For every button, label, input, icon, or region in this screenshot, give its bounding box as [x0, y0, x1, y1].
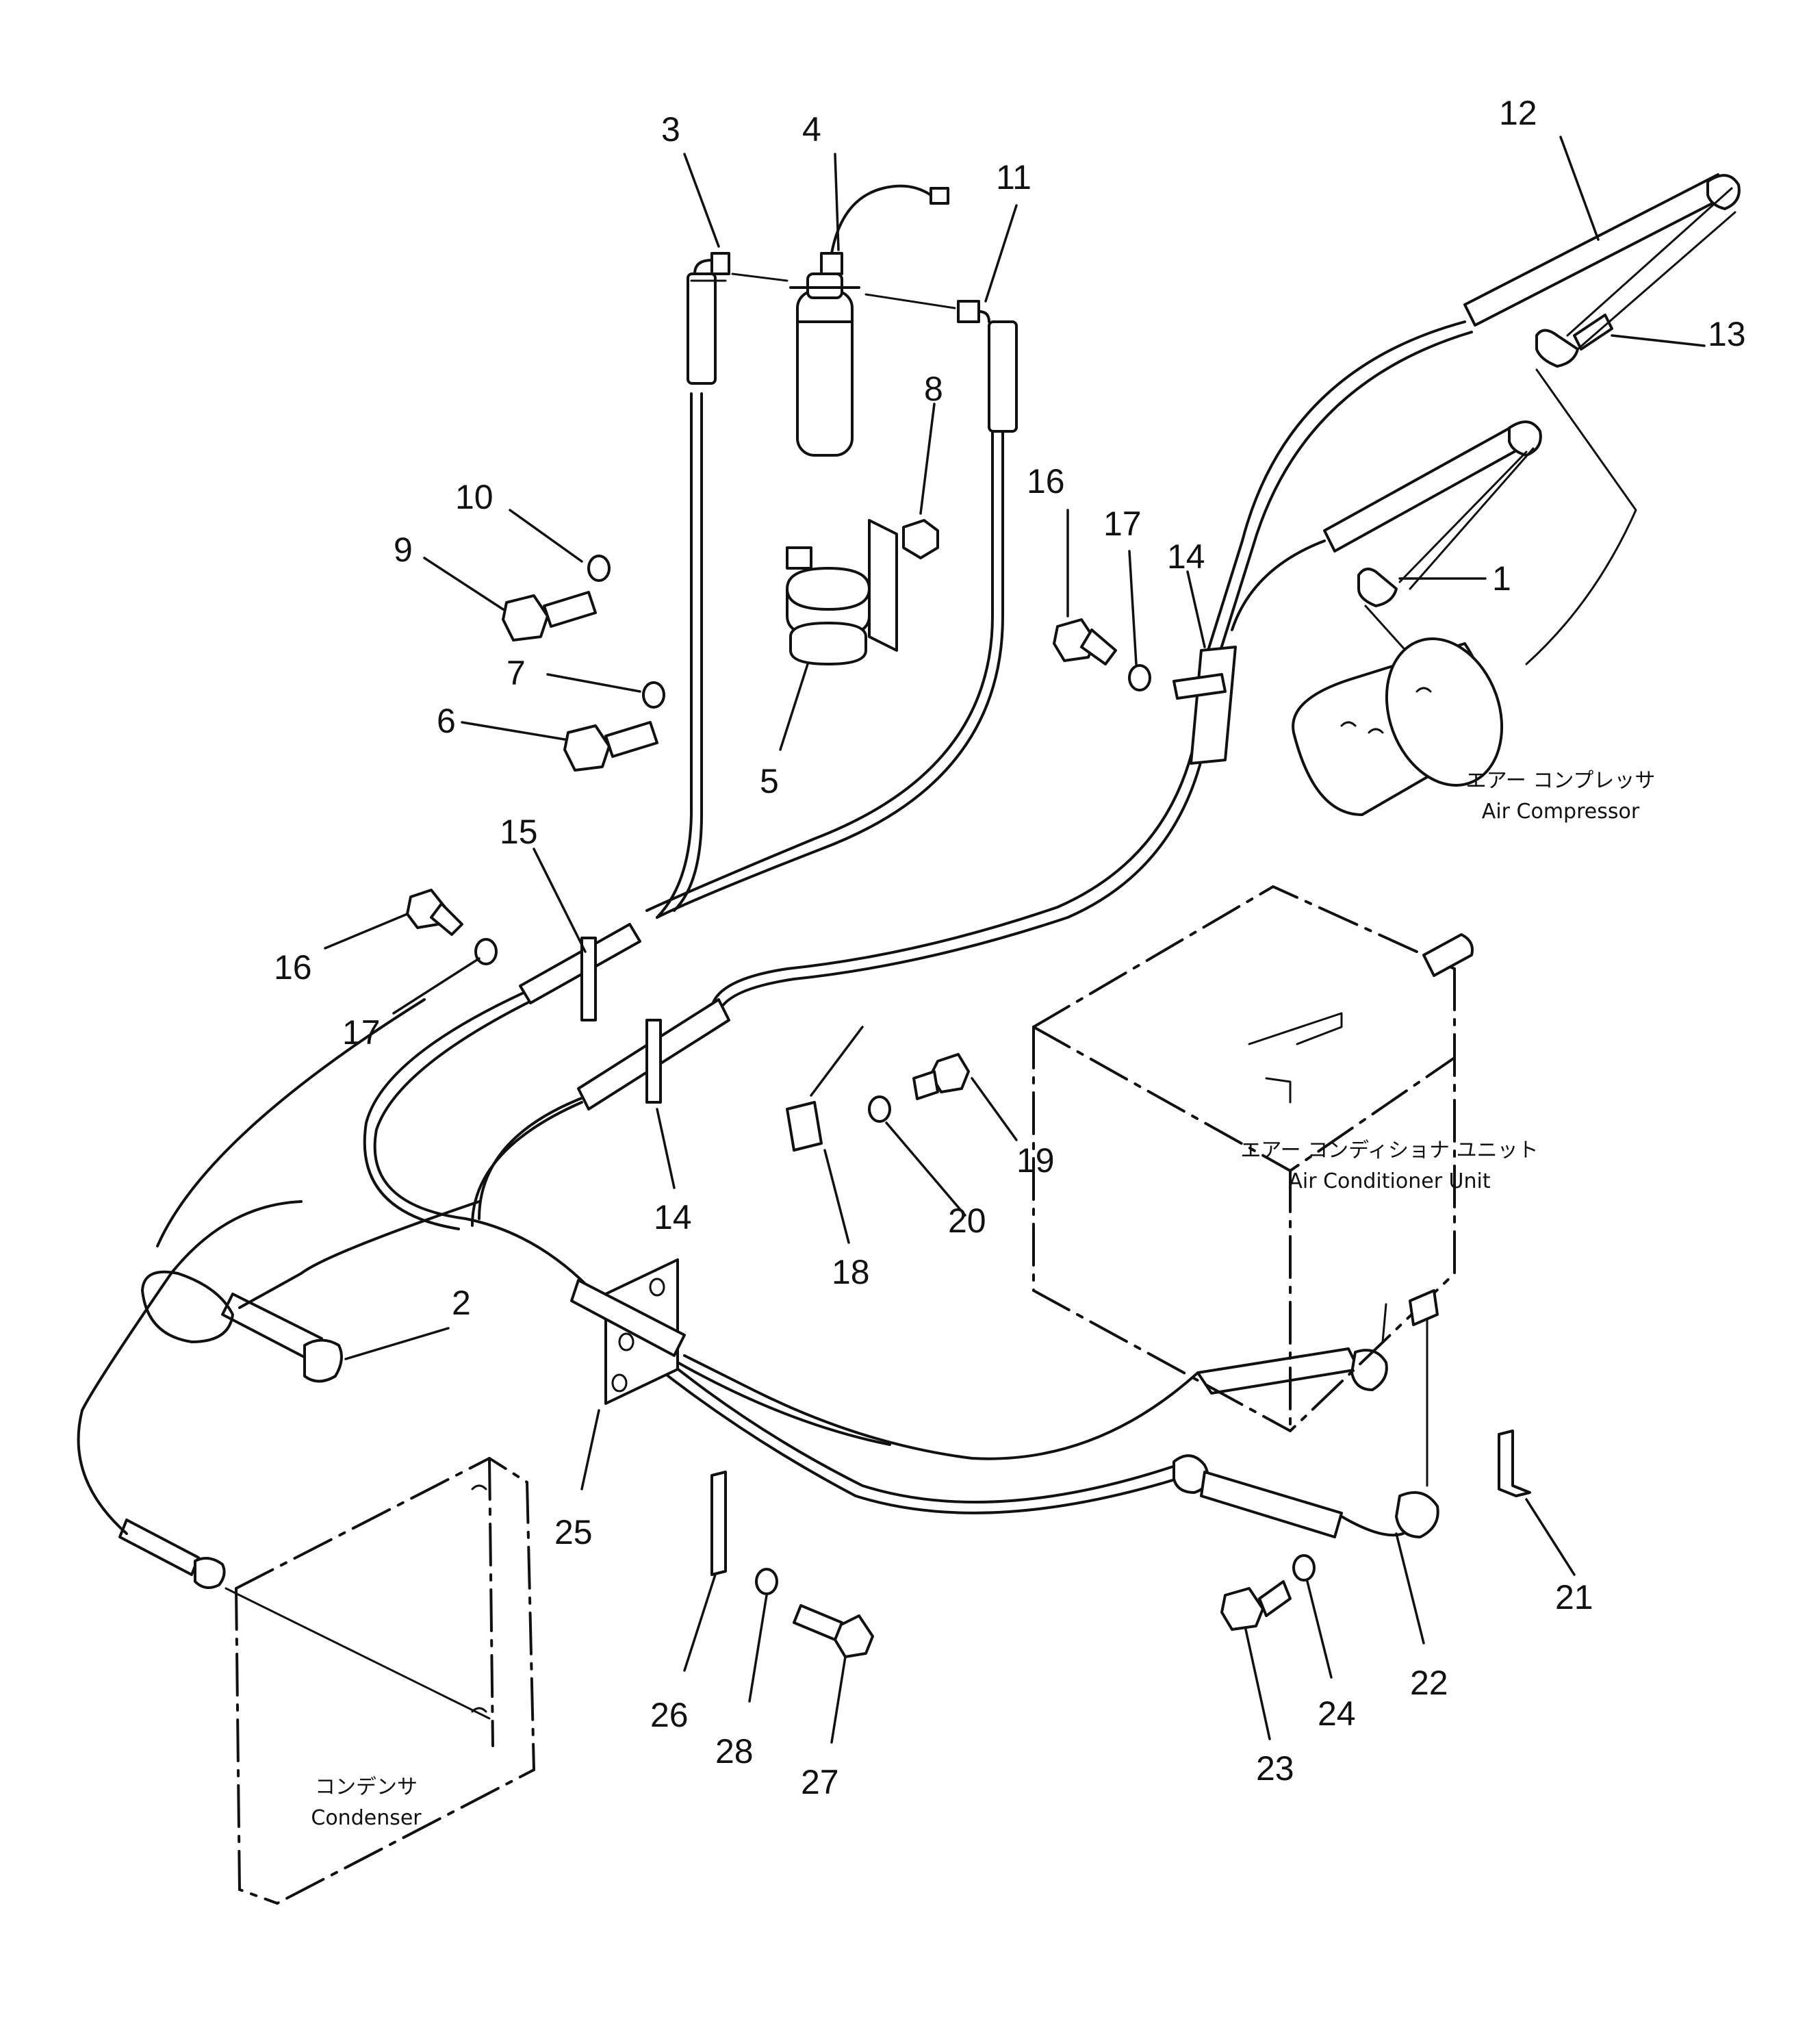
ac-unit-label-jp: エアー コンディショナ ユニット [1240, 1139, 1538, 1163]
air-conditioner-unit [1032, 885, 1474, 1432]
part-number-labels: 1 2 3 4 5 6 7 8 9 10 11 12 13 14 14 15 1… [274, 94, 1746, 1801]
hose-lines [77, 320, 1473, 1576]
clamps [519, 646, 1237, 1405]
part-number-2: 2 [452, 1284, 471, 1322]
air-compressor-label-jp: エアー コンプレッサ [1466, 769, 1656, 793]
part-number-15: 15 [500, 813, 538, 851]
bolts [406, 555, 1531, 1658]
part-number-27: 27 [801, 1763, 839, 1801]
part-number-21: 21 [1555, 1578, 1593, 1616]
part-number-9: 9 [394, 531, 413, 569]
receiver-drier [687, 184, 1018, 457]
ac-unit-label-en: Air Conditioner Unit [1288, 1169, 1491, 1193]
condenser [225, 1456, 536, 1905]
part-number-3: 3 [661, 110, 680, 149]
drier-bracket [786, 519, 939, 665]
part-number-4: 4 [802, 110, 821, 149]
part-number-24: 24 [1318, 1694, 1356, 1733]
part-number-14a: 14 [1167, 537, 1205, 576]
hose-fittings [194, 1338, 1439, 1589]
part-number-5: 5 [760, 762, 779, 800]
part-number-19: 19 [1016, 1141, 1055, 1180]
condenser-label-en: Condenser [311, 1806, 422, 1830]
part-number-12: 12 [1499, 94, 1537, 132]
part-number-17a: 17 [1103, 505, 1142, 543]
part-number-22: 22 [1410, 1664, 1448, 1702]
air-compressor [1292, 637, 1504, 816]
part-number-28: 28 [715, 1732, 754, 1770]
part-number-17b: 17 [342, 1013, 381, 1052]
part-number-20: 20 [948, 1202, 986, 1240]
part-number-16b: 16 [274, 948, 312, 987]
part-number-25: 25 [554, 1513, 593, 1551]
part-number-18: 18 [832, 1253, 870, 1291]
part-number-14b: 14 [654, 1198, 692, 1236]
part-number-23: 23 [1256, 1749, 1294, 1788]
part-number-10: 10 [455, 478, 494, 516]
part-number-11: 11 [996, 158, 1031, 196]
part-number-6: 6 [437, 702, 456, 740]
part-number-26: 26 [650, 1696, 689, 1734]
condenser-label-jp: コンデンサ [315, 1775, 418, 1799]
part-number-1: 1 [1492, 559, 1511, 598]
part-number-13: 13 [1708, 315, 1746, 353]
compressor-hoses [1323, 173, 1741, 676]
part-number-7: 7 [507, 654, 526, 692]
part-number-8: 8 [924, 370, 943, 408]
part-number-16a: 16 [1027, 462, 1065, 500]
leader-lines [324, 136, 1706, 1744]
air-compressor-label-en: Air Compressor [1482, 800, 1640, 824]
